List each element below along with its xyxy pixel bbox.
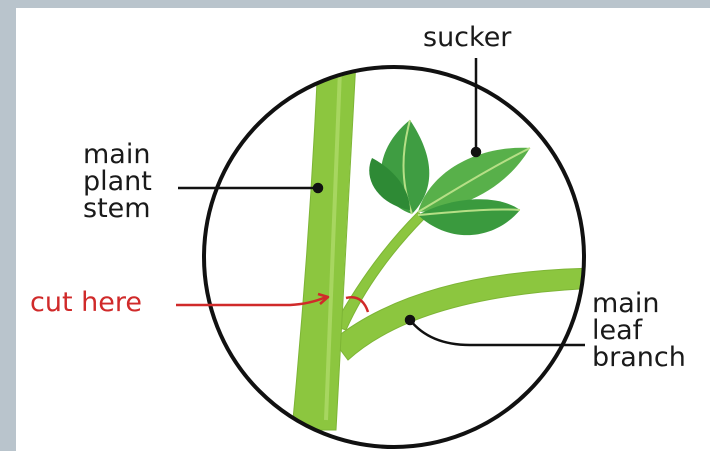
plant-illustration bbox=[292, 60, 600, 430]
label-main-plant-stem: main plant stem bbox=[83, 141, 152, 222]
label-line: main bbox=[83, 141, 152, 168]
label-line: plant bbox=[83, 168, 152, 195]
label-line: leaf bbox=[592, 317, 686, 344]
leader-lines bbox=[178, 58, 585, 345]
sucker-leaves bbox=[369, 120, 530, 235]
branch-leader bbox=[410, 320, 585, 345]
label-main-leaf-branch: main leaf branch bbox=[592, 290, 686, 371]
label-line: stem bbox=[83, 195, 152, 222]
label-cut-here: cut here bbox=[30, 289, 142, 316]
label-line: branch bbox=[592, 344, 686, 371]
main-plant-stem bbox=[292, 60, 356, 430]
label-line: main bbox=[592, 290, 686, 317]
label-sucker: sucker bbox=[423, 24, 511, 51]
magnifier-circle bbox=[204, 67, 584, 447]
